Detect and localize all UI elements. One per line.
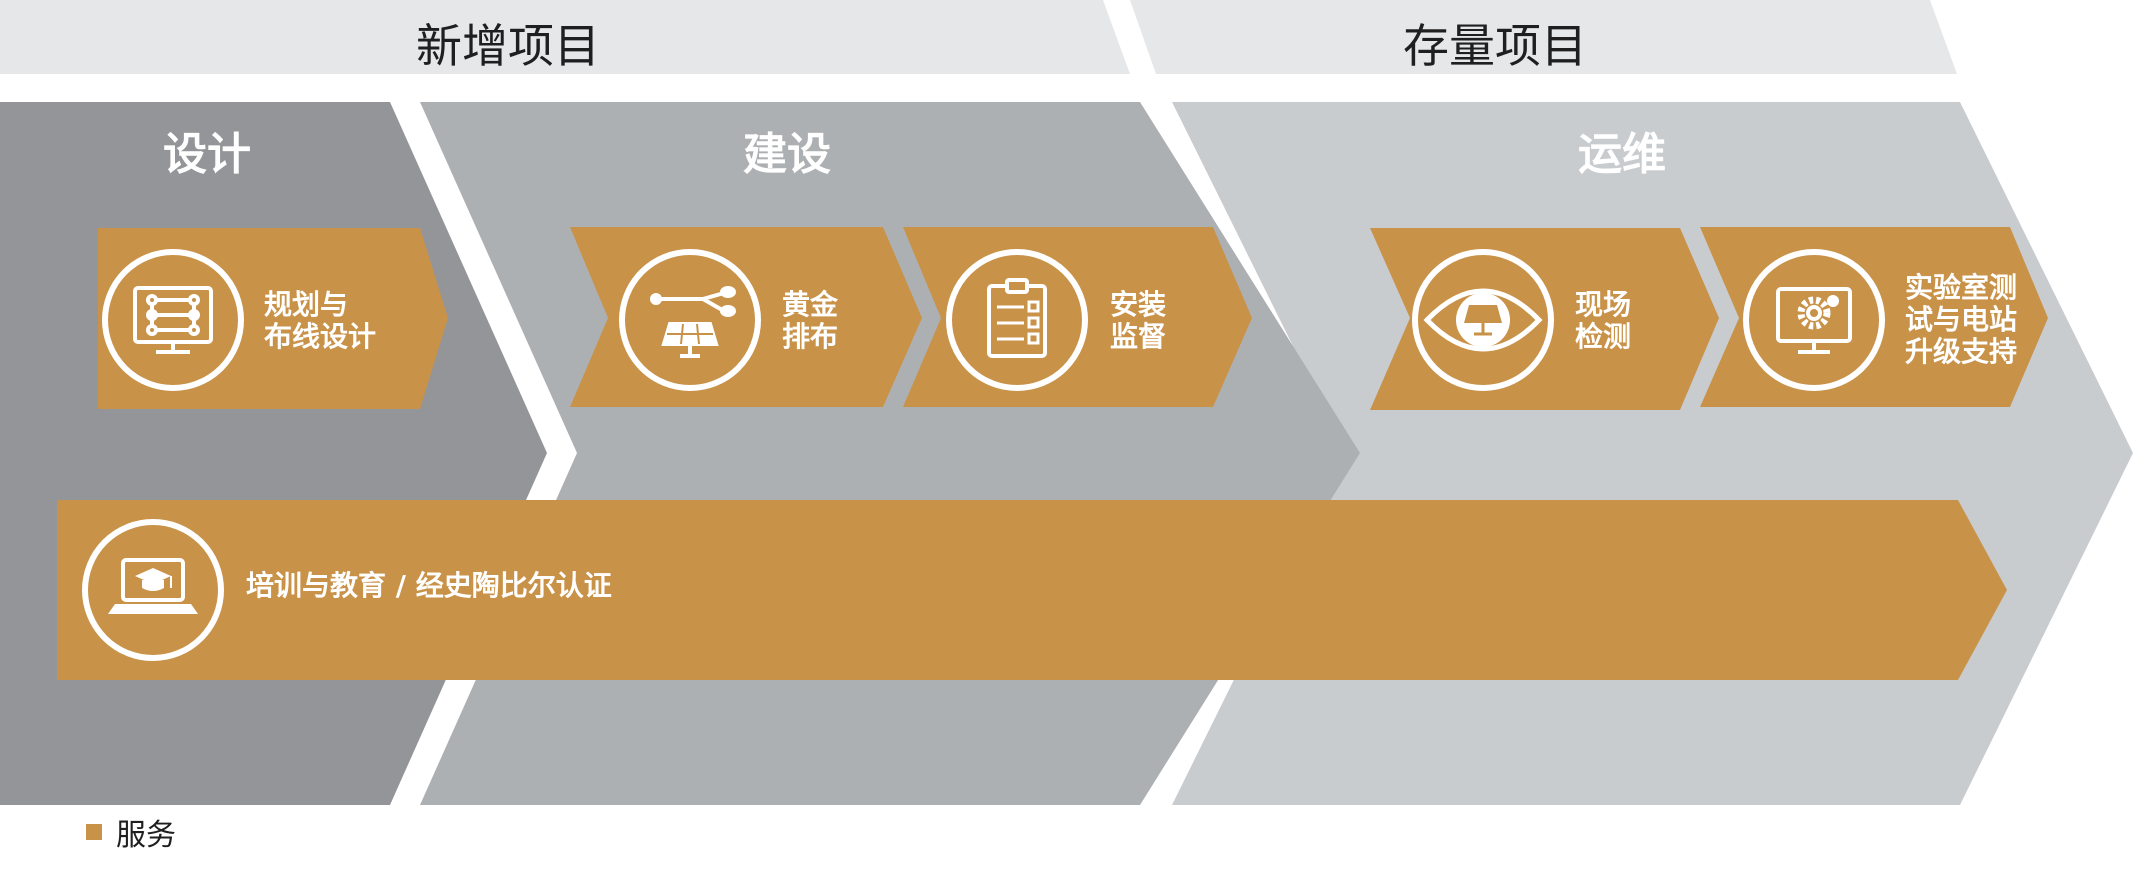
service-arrow-supervision [903, 227, 1252, 407]
service-label-supervision: 安装 监督 [1110, 288, 1167, 353]
legend-label: 服务 [116, 818, 176, 853]
service-label-inspection: 现场 检测 [1575, 288, 1632, 353]
service-label-lab: 实验室测 试与电站 升级支持 [1905, 271, 2018, 368]
service-label-training: 培训与教育 / 经史陶比尔认证 [246, 569, 612, 602]
header-existing-projects: 存量项目 [1403, 19, 1587, 73]
service-arrow-training [57, 500, 2007, 680]
phase-title-construction: 建设 [743, 129, 831, 180]
phase-title-design: 设计 [163, 129, 251, 180]
laptop-graduation-cap-icon [82, 519, 224, 661]
header-new-projects: 新增项目 [416, 19, 600, 73]
phase-chevron-construction [420, 102, 1360, 805]
service-arrow-layout [570, 227, 922, 407]
monitor-layout-icon [102, 249, 244, 391]
service-arrow-lab [1700, 227, 2048, 407]
solar-panel-connector-icon [619, 249, 761, 391]
service-label-planning: 规划与 布线设计 [264, 288, 377, 353]
phase-chevron-design [0, 102, 547, 805]
service-arrow-planning [98, 228, 448, 409]
eye-solar-panel-icon [1412, 249, 1554, 391]
service-label-layout: 黄金 排布 [782, 288, 839, 353]
header-banner-new [0, 0, 1130, 74]
monitor-gear-icon [1743, 249, 1885, 391]
phase-title-operation: 运维 [1578, 129, 1666, 180]
service-arrow-inspection [1370, 228, 1719, 410]
header-banner-existing [1130, 0, 1957, 74]
legend-swatch [86, 824, 102, 840]
legend: 服务 [86, 810, 176, 854]
clipboard-checklist-icon [946, 249, 1088, 391]
